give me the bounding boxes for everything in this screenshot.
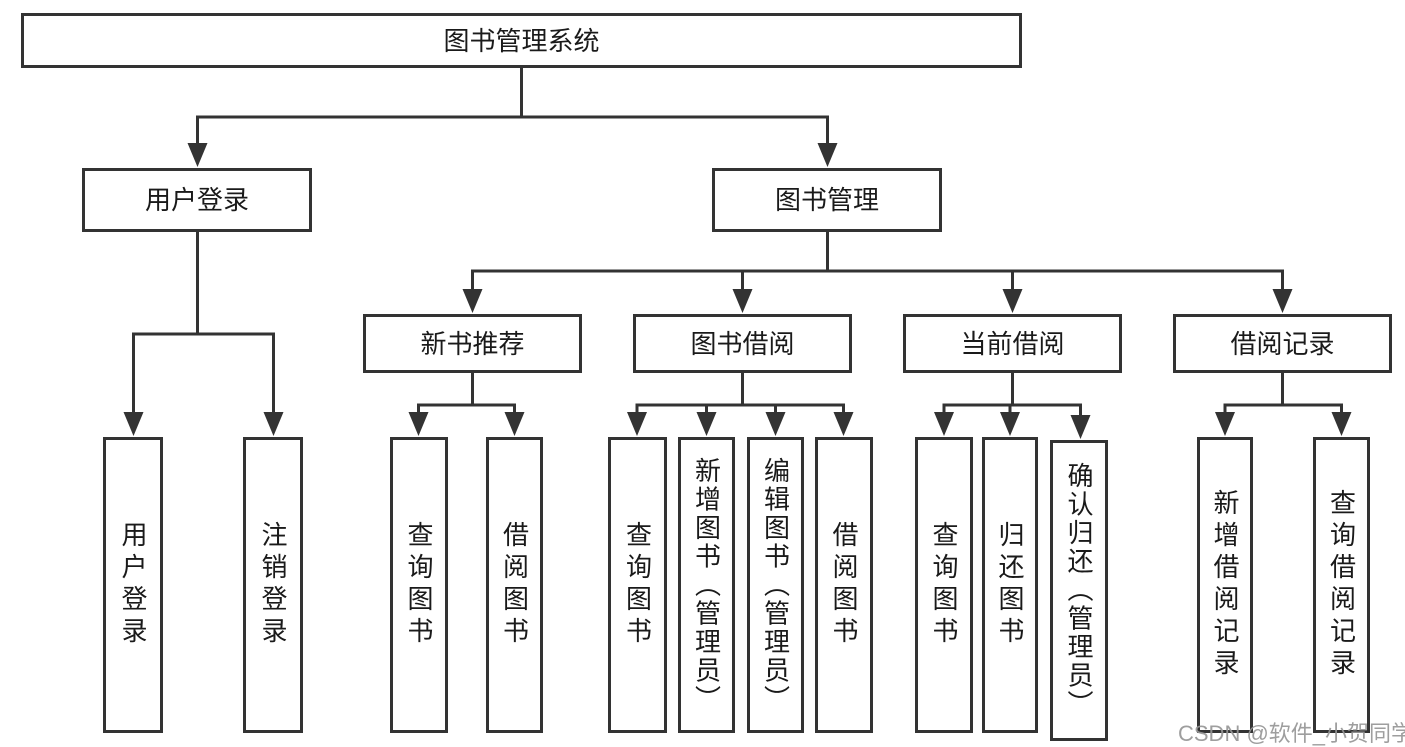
leaf-query-books-recommend: 查询图书: [390, 437, 448, 733]
leaf-add-book-admin: 新增图书（管理员）: [678, 437, 735, 733]
node-label: 新书推荐: [420, 328, 525, 359]
leaf-label: 查询借阅记录: [1326, 489, 1357, 681]
leaf-label: 新增图书（管理员）: [691, 456, 722, 714]
node-label: 图书管理: [774, 185, 879, 215]
node-user-login: 用户登录: [82, 168, 312, 232]
leaf-label: 用户登录: [118, 521, 148, 649]
node-current-borrow: 当前借阅: [903, 314, 1122, 373]
leaf-label: 归还图书: [995, 521, 1025, 649]
leaf-label: 确认归还（管理员）: [1064, 462, 1094, 719]
leaf-label: 查询图书: [929, 521, 959, 649]
node-label: 用户登录: [144, 185, 249, 215]
leaf-label: 查询图书: [404, 521, 434, 649]
node-library-management-system: 图书管理系统: [21, 13, 1022, 68]
leaf-label: 注销登录: [258, 521, 288, 649]
leaf-logout: 注销登录: [243, 437, 303, 733]
leaf-query-books-borrow: 查询图书: [608, 437, 667, 733]
leaf-label: 查询图书: [622, 521, 653, 649]
node-book-management: 图书管理: [712, 168, 942, 232]
leaf-return-books: 归还图书: [982, 437, 1038, 733]
leaf-borrow-books: 借阅图书: [815, 437, 873, 733]
node-label: 图书借阅: [690, 328, 795, 359]
leaf-label: 编辑图书（管理员）: [760, 456, 791, 714]
leaf-edit-book-admin: 编辑图书（管理员）: [747, 437, 804, 733]
leaf-query-books-current: 查询图书: [915, 437, 973, 733]
leaf-label: 借阅图书: [499, 521, 530, 649]
leaf-label: 新增借阅记录: [1210, 489, 1240, 681]
node-borrow-records: 借阅记录: [1173, 314, 1392, 373]
leaf-query-borrow-record: 查询借阅记录: [1313, 437, 1370, 733]
leaf-borrow-books-recommend: 借阅图书: [486, 437, 543, 733]
node-new-book-recommend: 新书推荐: [363, 314, 582, 373]
leaf-label: 借阅图书: [829, 521, 859, 649]
node-label: 借阅记录: [1230, 328, 1335, 359]
node-label: 图书管理系统: [443, 25, 600, 56]
leaf-confirm-return-admin: 确认归还（管理员）: [1050, 440, 1108, 741]
node-label: 当前借阅: [960, 328, 1065, 359]
leaf-add-borrow-record: 新增借阅记录: [1197, 437, 1253, 733]
csdn-watermark: CSDN @软件_小贺同学: [1178, 721, 1405, 746]
leaf-user-login: 用户登录: [103, 437, 163, 733]
node-book-borrow: 图书借阅: [633, 314, 852, 373]
